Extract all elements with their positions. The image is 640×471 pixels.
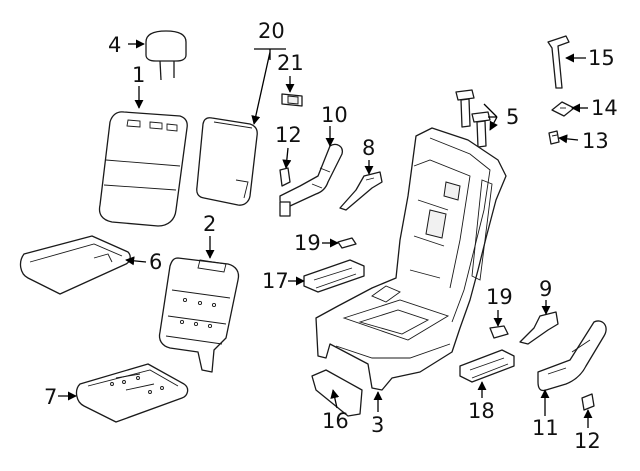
callout-13: 13	[582, 129, 609, 153]
leader-16	[330, 389, 340, 409]
leader-5	[484, 103, 497, 130]
cushion-panel-part-2	[158, 257, 240, 373]
callout-7: 7	[44, 385, 57, 409]
callout-2: 2	[203, 212, 216, 236]
trim-panel-part-17	[303, 259, 365, 293]
callout-8: 8	[362, 136, 375, 160]
bracket-part-12-upper	[279, 167, 291, 187]
callout-14: 14	[591, 96, 618, 120]
callout-4: 4	[108, 33, 121, 57]
callout-21: 21	[277, 51, 304, 75]
leader-13	[558, 134, 579, 144]
leader-6	[125, 256, 147, 266]
callout-17: 17	[262, 269, 289, 293]
callout-11: 11	[532, 416, 559, 440]
rod-part-15	[547, 35, 570, 89]
clip-part-19-lower	[489, 325, 509, 339]
recliner-cover-part	[279, 143, 343, 217]
seat-back-cushion-part	[196, 117, 258, 206]
callout-6: 6	[149, 250, 162, 274]
callout-15: 15	[588, 46, 615, 70]
trim-panel-part-18	[459, 349, 515, 383]
seat-frame-part-3	[315, 127, 507, 391]
clip-part-13	[548, 130, 560, 145]
callout-9: 9	[539, 277, 552, 301]
callout-12b: 12	[574, 429, 601, 453]
bracket-part-12-lower	[581, 393, 595, 411]
headrest-part	[145, 30, 187, 81]
seat-cushion-part-7	[75, 363, 189, 423]
callout-19b: 19	[486, 285, 513, 309]
leader-20	[254, 48, 286, 124]
clip-part-19-upper	[337, 237, 357, 249]
bracket-part-8	[339, 171, 383, 211]
recliner-cover-part-11	[537, 320, 607, 392]
callout-19a: 19	[294, 231, 321, 255]
headrest-guide-part-5	[455, 89, 491, 148]
callout-16: 16	[322, 409, 349, 433]
washer-part-14	[551, 101, 575, 117]
callout-10: 10	[321, 103, 348, 127]
callout-18: 18	[468, 399, 495, 423]
callout-12a: 12	[275, 123, 302, 147]
seat-back-cover-part	[98, 111, 188, 227]
seat-cushion-pad-part-6	[19, 235, 131, 295]
callout-3: 3	[371, 413, 384, 437]
leader-12a	[282, 147, 292, 169]
callout-1: 1	[132, 63, 145, 87]
bracket-part-9	[519, 311, 559, 345]
leader-lines	[58, 39, 593, 428]
callout-labels: 4 1 20 21 12 10 8 15 5 14 13 2 6 19 17 1…	[44, 19, 618, 453]
callout-20: 20	[258, 19, 285, 43]
clip-part-21	[281, 93, 303, 107]
callout-5: 5	[506, 105, 519, 129]
